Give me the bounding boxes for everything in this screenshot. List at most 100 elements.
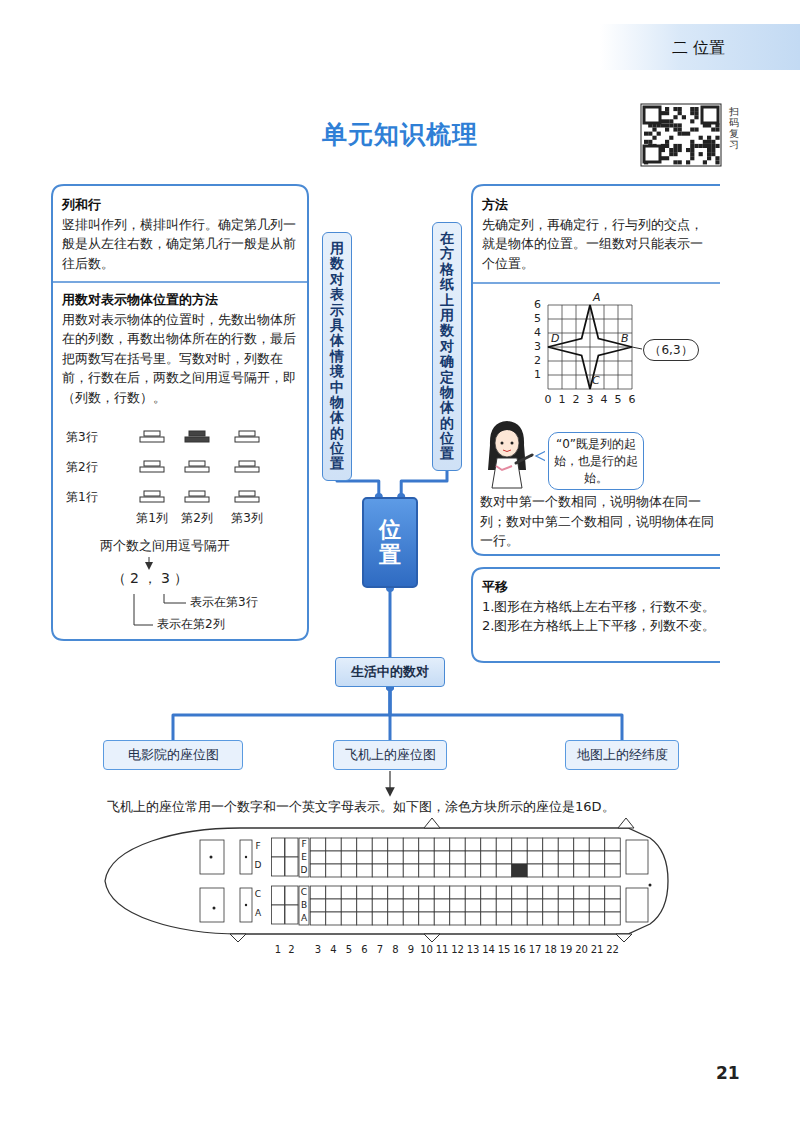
text-label: D (301, 865, 308, 876)
branch-band: 在方格纸上用数对确定物体的位置 (432, 222, 462, 471)
qr-dot (690, 156, 694, 160)
grid-line (618, 305, 619, 389)
seat (481, 886, 497, 899)
leaf-box: 电影院的座位图 (103, 740, 243, 770)
panel-divider (52, 281, 308, 283)
qr-dot (669, 152, 673, 156)
seat (589, 899, 605, 912)
grid-line (548, 319, 632, 320)
text-label: 表示在第2列 (157, 617, 225, 631)
seat (558, 886, 574, 899)
grid-line (604, 305, 605, 389)
seat (496, 851, 512, 864)
seat (496, 912, 512, 925)
node-text: 列和行 (62, 195, 300, 215)
qr-dot (690, 144, 694, 148)
node-text: （6,3） (649, 342, 692, 359)
seat (285, 886, 298, 905)
seat (403, 912, 419, 925)
text-label: 18 (544, 944, 557, 956)
text-label: 3 (315, 944, 321, 956)
qr-dot (707, 148, 711, 152)
seat (341, 912, 357, 925)
seat (388, 912, 404, 925)
mindmap-branch (337, 481, 379, 497)
seat (543, 838, 559, 851)
text-label: 第2列 (181, 511, 213, 525)
topic-box: 生活中的数对 (335, 657, 445, 687)
seat (465, 864, 481, 877)
seat (574, 912, 590, 925)
mindmap-branch (389, 588, 392, 657)
qr-dot (707, 152, 711, 156)
text-label: 1 (559, 393, 566, 406)
seat (403, 851, 419, 864)
node-text: 平移 (482, 577, 720, 597)
seat (285, 838, 298, 857)
qr-dot (690, 152, 694, 156)
qr-dot (682, 115, 686, 119)
text-label: 20 (575, 944, 588, 956)
text-label: 5 (534, 312, 541, 325)
qr-dot (699, 136, 703, 140)
qr-dot (690, 148, 694, 152)
qr-dot (690, 107, 694, 111)
speech-bubble: “0”既是列的起始，也是行的起始。 (548, 432, 644, 490)
seat (543, 886, 559, 899)
text-label: 第2行 (66, 460, 98, 474)
text-label: 2 (573, 393, 580, 406)
text-label: 两个数之间用逗号隔开 (100, 538, 230, 553)
qr-dot (707, 156, 711, 160)
seat (465, 899, 481, 912)
qr-dot (665, 111, 669, 115)
seat (434, 912, 450, 925)
text-label: 表示在第3行 (190, 595, 258, 609)
qr-dot (652, 128, 656, 132)
qr-dot (707, 140, 711, 144)
text-label: 6 (361, 944, 367, 956)
seat (419, 899, 435, 912)
seat (465, 886, 481, 899)
seat (341, 864, 357, 877)
seat (434, 851, 450, 864)
seat (450, 864, 466, 877)
seat (527, 899, 543, 912)
seat (481, 851, 497, 864)
seat (357, 851, 373, 864)
seat (272, 905, 285, 924)
seat (512, 886, 528, 899)
left-panel (52, 185, 308, 640)
seat (496, 899, 512, 912)
seat (527, 864, 543, 877)
text-label: D (551, 332, 559, 345)
qr-dot (715, 156, 719, 160)
seat (465, 838, 481, 851)
seat (388, 864, 404, 877)
seat (465, 912, 481, 925)
seat (341, 838, 357, 851)
qr-dot (665, 144, 669, 148)
seat (481, 864, 497, 877)
seat (310, 886, 326, 899)
text-label: 3 (534, 340, 541, 353)
seat (496, 838, 512, 851)
text-label: 二 位置 (672, 38, 725, 57)
text-label: 12 (451, 944, 464, 956)
seat (589, 912, 605, 925)
text-label: F (301, 839, 306, 850)
seat (558, 912, 574, 925)
qr-finder (644, 146, 660, 162)
text-label: 4 (330, 944, 336, 956)
seat (341, 899, 357, 912)
qr-dot (665, 156, 669, 160)
qr-dot (711, 140, 715, 144)
text-label: 5 (346, 944, 352, 956)
right-panel (472, 185, 720, 555)
page-title: 单元知识梳理 (0, 118, 800, 151)
qr-dot (690, 140, 694, 144)
text-label: A (301, 913, 307, 924)
text-label: F (255, 841, 260, 852)
qr-dot (673, 123, 677, 127)
text-label: 第3行 (66, 430, 98, 444)
qr-dot (665, 128, 669, 132)
